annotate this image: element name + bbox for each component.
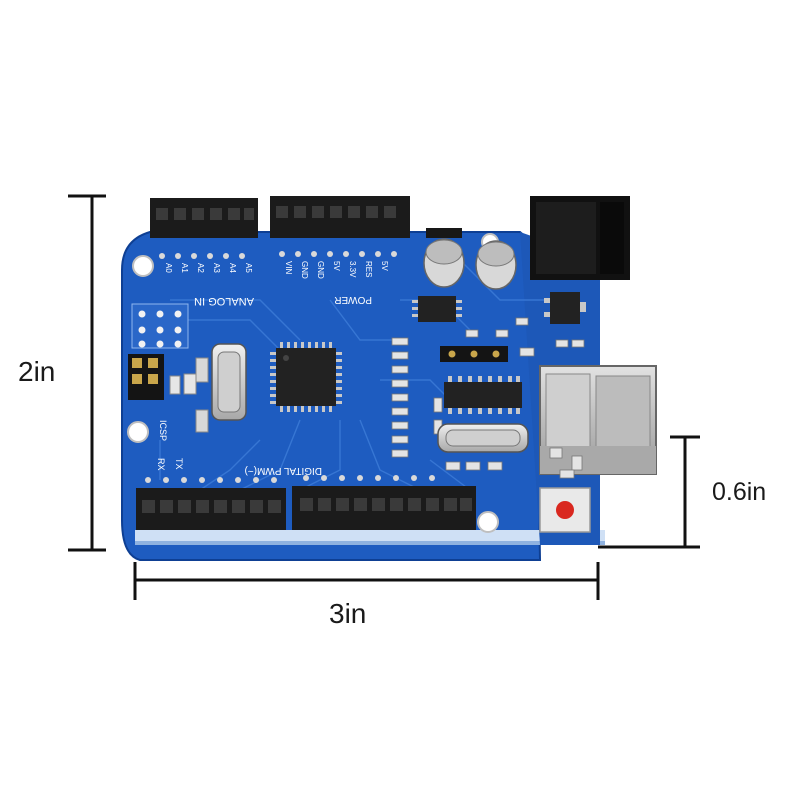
tx-label: TX (174, 458, 184, 470)
analog-pin-label: A4 (228, 263, 237, 273)
voltage-regulator-chip (412, 296, 462, 322)
mounting-hole (132, 255, 154, 277)
digital-header-1 (136, 488, 286, 530)
analog-pin-label: A1 (180, 263, 189, 273)
power-label: POWER (334, 294, 372, 305)
width-label: 3in (329, 598, 367, 629)
power-header (270, 196, 410, 238)
analog-header (150, 198, 258, 238)
analog-pin-label: A5 (244, 263, 253, 273)
capacitor (423, 228, 465, 288)
pad-grid (131, 303, 189, 349)
analog-pin-label: A0 (164, 263, 173, 273)
power-pin-label: RES (364, 261, 373, 277)
icsp-label: ICSP (158, 420, 168, 441)
power-pin-label: 5V (332, 261, 341, 271)
power-pin-label: GND (300, 261, 309, 279)
power-pin-label: GND (316, 261, 325, 279)
regulator (544, 292, 586, 324)
analog-pin-label: A2 (196, 263, 205, 273)
height-dimension-line (68, 194, 106, 552)
width-dimension-line (133, 562, 600, 600)
power-pin-label: 5V (380, 261, 389, 271)
smd-components (391, 317, 535, 471)
dc-power-jack (530, 196, 630, 280)
icsp-header (128, 354, 164, 400)
capacitor (475, 240, 517, 290)
usb-serial-chip (444, 376, 522, 414)
mounting-hole (127, 421, 149, 443)
board-traces (159, 259, 560, 491)
arduino-board: ANALOG IN POWER DIGITAL PWM(~) ICSP RX T… (121, 196, 657, 561)
reset-button (539, 487, 591, 533)
crystal-oscillator (211, 343, 247, 421)
usb-height-dimension-line (598, 435, 700, 549)
usb-height-label: 0.6in (712, 478, 767, 506)
power-pin-label: 3.3V (348, 261, 357, 278)
mounting-hole (477, 511, 499, 533)
power-pin-label: VIN (284, 261, 293, 275)
digital-pwm-label: DIGITAL PWM(~) (245, 465, 323, 476)
digital-header-2 (292, 486, 476, 530)
analog-pin-label: A3 (212, 263, 221, 273)
microcontroller-chip (270, 342, 342, 412)
height-label: 2in (18, 356, 56, 387)
pin-row (440, 346, 508, 362)
analog-in-label: ANALOG IN (194, 295, 254, 307)
rx-label: RX (156, 458, 166, 471)
crystal-oscillator-2 (437, 423, 529, 453)
